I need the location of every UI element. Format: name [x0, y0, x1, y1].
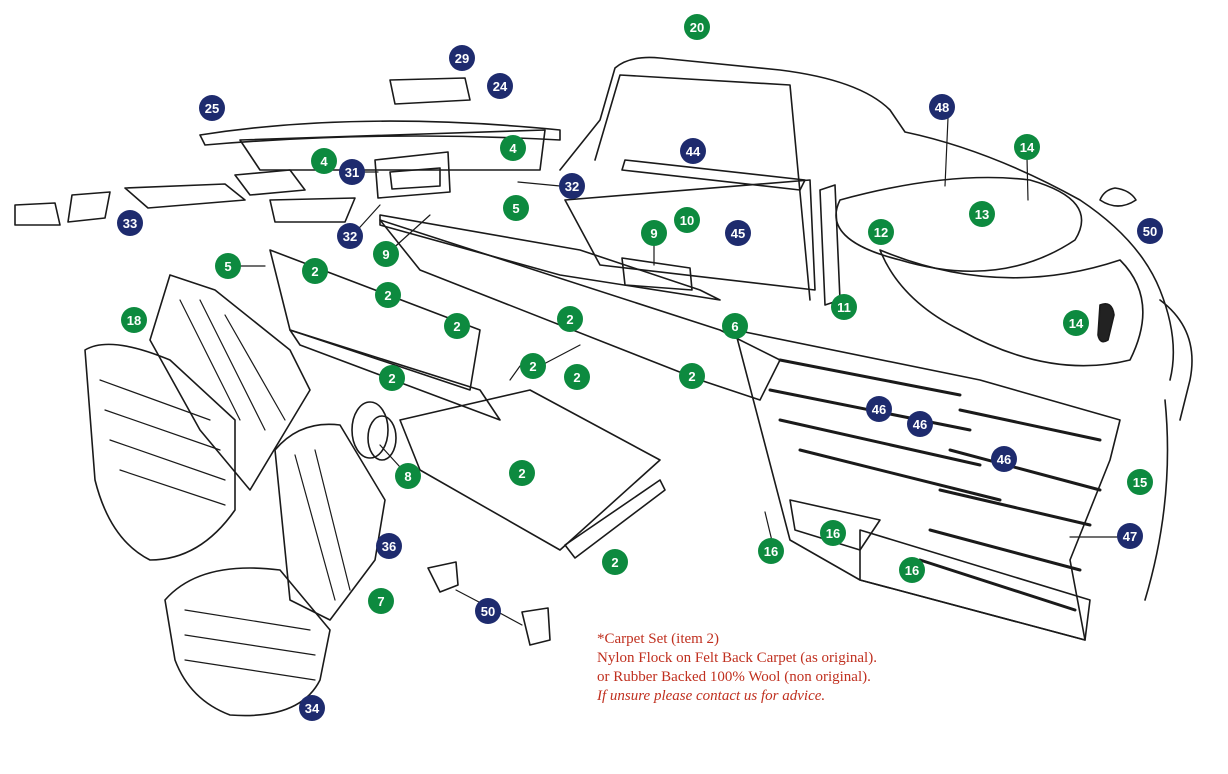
rear-floor-sill	[564, 479, 666, 559]
callout-32b: 32	[337, 223, 363, 249]
rear-seat-stitching	[99, 299, 286, 506]
callout-20: 20	[684, 14, 710, 40]
carpet-set-note: *Carpet Set (item 2) Nylon Flock on Felt…	[597, 630, 877, 706]
callout-36: 36	[376, 533, 402, 559]
callout-2i: 2	[509, 460, 535, 486]
note-line-2: Nylon Flock on Felt Back Carpet (as orig…	[597, 650, 877, 666]
callout-5a: 5	[503, 195, 529, 221]
rear-seat-back	[149, 274, 311, 491]
callout-4b: 4	[500, 135, 526, 161]
callout-9a: 9	[373, 241, 399, 267]
callout-44: 44	[680, 138, 706, 164]
footwell-piece-d	[234, 169, 306, 196]
callout-2g: 2	[379, 365, 405, 391]
callout-29: 29	[449, 45, 475, 71]
callout-11: 11	[831, 294, 857, 320]
callout-9b: 9	[641, 220, 667, 246]
callout-5b: 5	[215, 253, 241, 279]
glove-tray	[374, 151, 451, 199]
wing-panel-14	[879, 249, 1144, 367]
glove-tray-inner	[389, 167, 441, 190]
callout-46c: 46	[991, 446, 1017, 472]
wing-panel-12-13	[835, 176, 1083, 273]
callout-12: 12	[868, 219, 894, 245]
windscreen-pillar	[594, 74, 811, 301]
callout-4a: 4	[311, 148, 337, 174]
tunnel	[379, 219, 781, 401]
vent-14	[1097, 302, 1115, 343]
boot-panel-16b	[859, 529, 1091, 641]
callout-33: 33	[117, 210, 143, 236]
callout-14b: 14	[1063, 310, 1089, 336]
dash-rail	[379, 214, 721, 301]
boot-floor	[734, 329, 1121, 641]
callout-2a: 2	[302, 258, 328, 284]
front-seat-back	[274, 423, 386, 621]
callout-46b: 46	[907, 411, 933, 437]
callout-45: 45	[725, 220, 751, 246]
callout-16a: 16	[820, 520, 846, 546]
callout-24: 24	[487, 73, 513, 99]
callout-46a: 46	[866, 396, 892, 422]
rear-floor	[399, 389, 661, 551]
callout-2c: 2	[444, 313, 470, 339]
callout-6: 6	[722, 313, 748, 339]
runner-cover-right	[521, 607, 551, 646]
callout-14a: 14	[1014, 134, 1040, 160]
callout-48: 48	[929, 94, 955, 120]
sill-left	[289, 329, 501, 421]
front-seat-stitching	[184, 449, 351, 681]
door-pocket	[621, 257, 693, 291]
callout-32a: 32	[559, 173, 585, 199]
heel-roll-end	[367, 415, 397, 461]
rear-seat-cushion	[84, 343, 236, 561]
callout-2d: 2	[557, 306, 583, 332]
b-post-trim	[819, 184, 841, 306]
runner-cover-left	[427, 561, 459, 593]
callout-16c: 16	[899, 557, 925, 583]
door-cap	[621, 159, 806, 191]
callout-2f: 2	[564, 364, 590, 390]
door-panel	[564, 179, 816, 291]
rear-wheel-arch	[1159, 299, 1193, 421]
boot-strips	[768, 358, 1102, 612]
callout-7: 7	[368, 588, 394, 614]
footwell-piece-c	[124, 183, 246, 209]
cup-50	[1099, 187, 1137, 207]
callout-10: 10	[674, 207, 700, 233]
boot-side-15	[1144, 399, 1169, 601]
callout-34: 34	[299, 695, 325, 721]
callout-8: 8	[395, 463, 421, 489]
callout-15: 15	[1127, 469, 1153, 495]
callout-47: 47	[1117, 523, 1143, 549]
footwell-piece-e	[269, 197, 356, 223]
callout-2b: 2	[375, 282, 401, 308]
callout-25: 25	[199, 95, 225, 121]
callout-2h: 2	[679, 363, 705, 389]
front-seat-cushion	[164, 567, 331, 717]
callout-2j: 2	[602, 549, 628, 575]
callout-31: 31	[339, 159, 365, 185]
heel-roll	[351, 401, 389, 459]
callout-16b: 16	[758, 538, 784, 564]
callout-18: 18	[121, 307, 147, 333]
note-line-1: *Carpet Set (item 2)	[597, 631, 720, 647]
body-shell-outline	[559, 56, 1175, 381]
front-floor-left	[269, 249, 481, 391]
callout-50a: 50	[1137, 218, 1163, 244]
footwell-piece-a	[14, 202, 61, 226]
note-line-4: If unsure please contact us for advice.	[597, 688, 826, 704]
callout-50b: 50	[475, 598, 501, 624]
note-line-3: or Rubber Backed 100% Wool (non original…	[597, 669, 871, 685]
dash-panel	[239, 129, 546, 171]
callout-13: 13	[969, 201, 995, 227]
callout-2e: 2	[520, 353, 546, 379]
glovebox	[389, 77, 471, 105]
footwell-piece-b	[67, 191, 111, 223]
